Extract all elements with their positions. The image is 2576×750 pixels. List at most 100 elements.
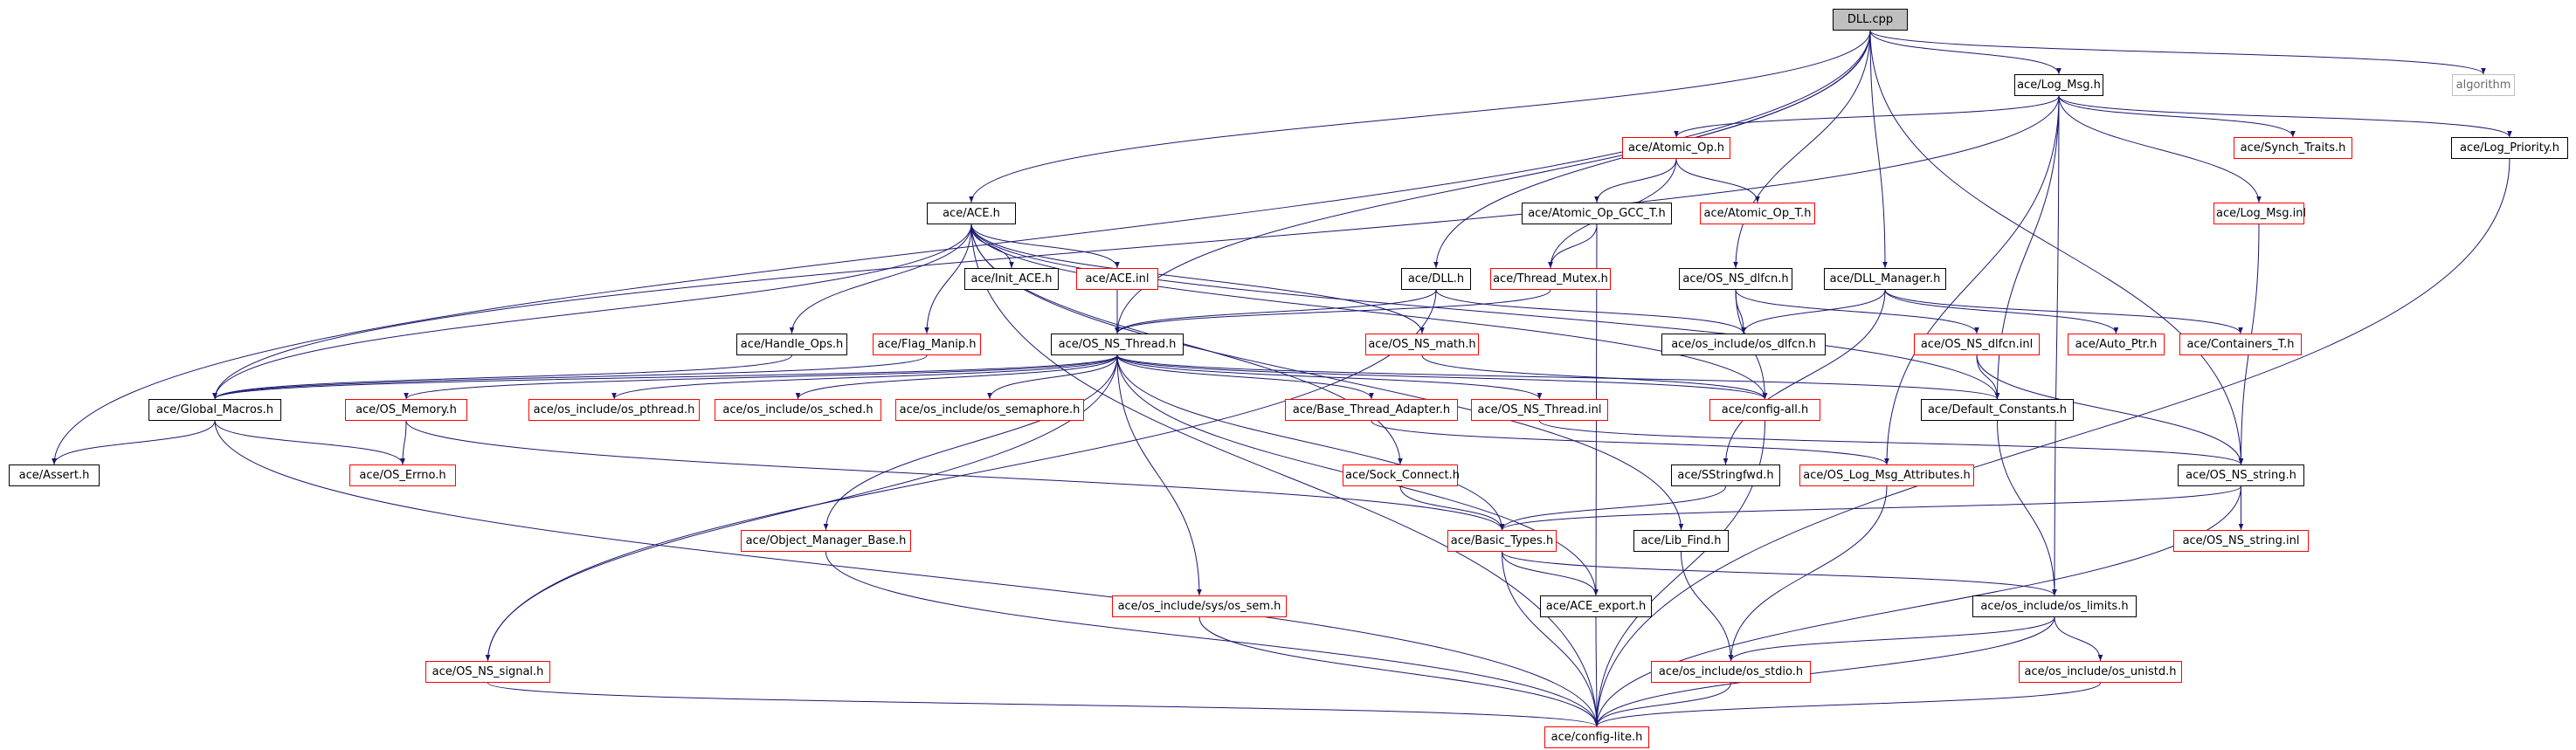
edge-dll-cpp-to-os-ns-thread [1115,30,1871,334]
node-log-msg-inl[interactable]: ace/Log_Msg.inl [2213,203,2306,224]
node-os-limits[interactable]: ace/os_include/os_limits.h [1972,595,2137,617]
node-os-sem[interactable]: ace/os_include/sys/os_sem.h [1112,595,1287,617]
edge-os-ns-thread-to-os-sem [1116,354,1202,596]
node-atomic-gcc[interactable]: ace/Atomic_Op_GCC_T.h [1522,203,1672,224]
edge-os-memory-to-basic-types [405,420,1505,531]
node-dll-manager[interactable]: ace/DLL_Manager.h [1824,268,1946,290]
edge-global-macros-to-config-lite [214,420,1599,727]
edge-log-msg-to-log-msg-attr [1884,95,2060,465]
node-os-ns-string[interactable]: ace/OS_NS_string.h [2178,464,2304,486]
node-os-ns-thread-inl[interactable]: ace/OS_NS_Thread.inl [1471,399,1608,421]
edge-lib-find-to-os-stdio [1681,551,1734,662]
edge-log-priority-to-config-lite [1594,158,2510,727]
node-synch-traits[interactable]: ace/Synch_Traits.h [2234,137,2352,159]
node-global-macros[interactable]: ace/Global_Macros.h [148,399,281,421]
edge-global-macros-to-os-errno [214,420,405,465]
edge-os-ns-dlfcn-inl-to-default-constants [1976,354,2000,400]
node-os-stdio[interactable]: ace/os_include/os_stdio.h [1651,661,1811,683]
node-init-ace[interactable]: ace/Init_ACE.h [964,268,1059,290]
edge-os-limits-to-os-unistd [2054,616,2103,662]
edge-ace-h-to-config-all [970,224,1768,400]
node-os-ns-thread[interactable]: ace/OS_NS_Thread.h [1051,334,1184,355]
edge-ace-h-to-handle-ops [789,224,972,334]
edge-atomic-op-to-atomic-op-t [1675,158,1760,203]
edge-dll-cpp-to-os-ns-string [1869,30,2244,465]
node-thread-mutex[interactable]: ace/Thread_Mutex.h [1490,268,1611,290]
edge-dll-cpp-to-os-ns-dlfcn [1733,30,1871,269]
node-ace-export[interactable]: ace/ACE_export.h [1540,595,1652,617]
node-os-ns-dlfcn-inl[interactable]: ace/OS_NS_dlfcn.inl [1914,334,2040,355]
edge-log-msg-to-global-macros [212,95,2060,400]
edge-os-ns-string-to-config-lite [1594,485,2241,727]
node-lib-find[interactable]: ace/Lib_Find.h [1633,530,1729,552]
node-assert-h[interactable]: ace/Assert.h [9,464,100,486]
edge-os-ns-thread-to-default-constants [1116,354,2000,400]
edge-ace-h-to-global-macros [212,224,972,400]
node-base-thread-adapter[interactable]: ace/Base_Thread_Adapter.h [1285,399,1458,421]
node-ace-inl[interactable]: ace/ACE.inl [1076,268,1158,290]
edge-flag-manip-to-global-macros [212,354,928,400]
node-atomic-op-t[interactable]: ace/Atomic_Op_T.h [1700,203,1815,224]
node-sock-connect[interactable]: ace/Sock_Connect.h [1343,464,1460,486]
edge-ace-h-to-flag-manip [924,224,972,334]
edge-os-memory-to-os-errno [400,420,407,465]
node-os-memory[interactable]: ace/OS_Memory.h [345,399,467,421]
edge-os-limits-to-config-lite [1594,616,2055,727]
node-dll-cpp[interactable]: DLL.cpp [1833,9,1908,31]
node-config-lite[interactable]: ace/config-lite.h [1544,726,1649,748]
node-containers-t[interactable]: ace/Containers_T.h [2179,334,2302,355]
edge-os-ns-thread-to-os-semaphore [987,354,1118,400]
node-log-priority[interactable]: ace/Log_Priority.h [2451,137,2568,159]
edge-os-ns-thread-to-global-macros [212,354,1118,400]
node-flag-manip[interactable]: ace/Flag_Manip.h [873,334,981,355]
edge-atomic-gcc-to-thread-mutex [1548,224,1598,269]
edge-os-sem-to-config-lite [1198,616,1599,727]
edge-default-constants-to-os-limits [1997,420,2057,596]
node-log-msg-attr[interactable]: ace/OS_Log_Msg_Attributes.h [1799,464,1974,486]
node-sstringfwd[interactable]: ace/SStringfwd.h [1671,464,1780,486]
node-dll-h[interactable]: ace/DLL.h [1401,268,1471,290]
edge-os-ns-signal-to-config-lite [487,682,1599,727]
node-ace-h[interactable]: ace/ACE.h [927,203,1016,224]
node-default-constants[interactable]: ace/Default_Constants.h [1921,399,2074,421]
edge-os-ns-math-to-config-all [1421,354,1768,400]
edge-log-msg-to-log-priority [2058,95,2512,138]
edge-dll-manager-to-os-include-dlfcn [1741,289,1886,334]
node-config-all[interactable]: ace/config-all.h [1709,399,1820,421]
node-log-msg[interactable]: ace/Log_Msg.h [2014,74,2103,96]
edge-os-ns-thread-to-base-thread-adapter [1116,354,1374,400]
edge-ace-h-to-default-constants [970,224,2000,400]
edge-os-limits-to-os-stdio [1728,616,2055,662]
node-os-ns-math[interactable]: ace/OS_NS_math.h [1365,334,1479,355]
edge-base-thread-adapter-to-log-msg-attr [1371,420,1889,465]
edge-ace-h-to-ace-inl [970,224,1120,269]
node-algorithm[interactable]: algorithm [2452,74,2515,96]
edge-os-ns-string-to-basic-types [1499,485,2241,531]
node-os-pthread[interactable]: ace/os_include/os_pthread.h [528,399,700,421]
node-os-semaphore[interactable]: ace/os_include/os_semaphore.h [895,399,1084,421]
edge-os-unistd-to-config-lite [1594,682,2101,727]
edge-log-msg-to-synch-traits [2058,95,2296,138]
node-os-unistd[interactable]: ace/os_include/os_unistd.h [2019,661,2182,683]
edge-os-ns-thread-to-os-pthread [611,354,1118,400]
edge-dll-h-to-os-include-dlfcn [1435,289,1746,334]
node-basic-types[interactable]: ace/Basic_Types.h [1447,530,1557,552]
node-os-ns-dlfcn[interactable]: ace/OS_NS_dlfcn.h [1679,268,1792,290]
node-object-manager-base[interactable]: ace/Object_Manager_Base.h [741,530,911,552]
node-handle-ops[interactable]: ace/Handle_Ops.h [736,334,847,355]
edge-os-ns-thread-to-os-sched [795,354,1118,400]
node-auto-ptr[interactable]: ace/Auto_Ptr.h [2068,334,2165,355]
node-os-errno[interactable]: ace/OS_Errno.h [349,464,456,486]
node-os-ns-string-inl[interactable]: ace/OS_NS_string.inl [2173,530,2309,552]
edge-dll-manager-to-containers-t [1884,289,2243,334]
edge-os-ns-thread-to-os-memory [404,354,1118,400]
node-os-include-dlfcn[interactable]: ace/os_include/os_dlfcn.h [1661,334,1826,355]
edge-dll-cpp-to-algorithm [1869,30,2486,75]
edge-atomic-op-to-atomic-gcc [1594,158,1677,203]
edge-ace-export-to-config-lite [1594,616,1599,727]
node-os-sched[interactable]: ace/os_include/os_sched.h [715,399,881,421]
node-atomic-op[interactable]: ace/Atomic_Op.h [1622,137,1730,159]
edge-os-ns-thread-inl-to-os-ns-string [1539,420,2244,465]
node-os-ns-signal[interactable]: ace/OS_NS_signal.h [425,661,550,683]
